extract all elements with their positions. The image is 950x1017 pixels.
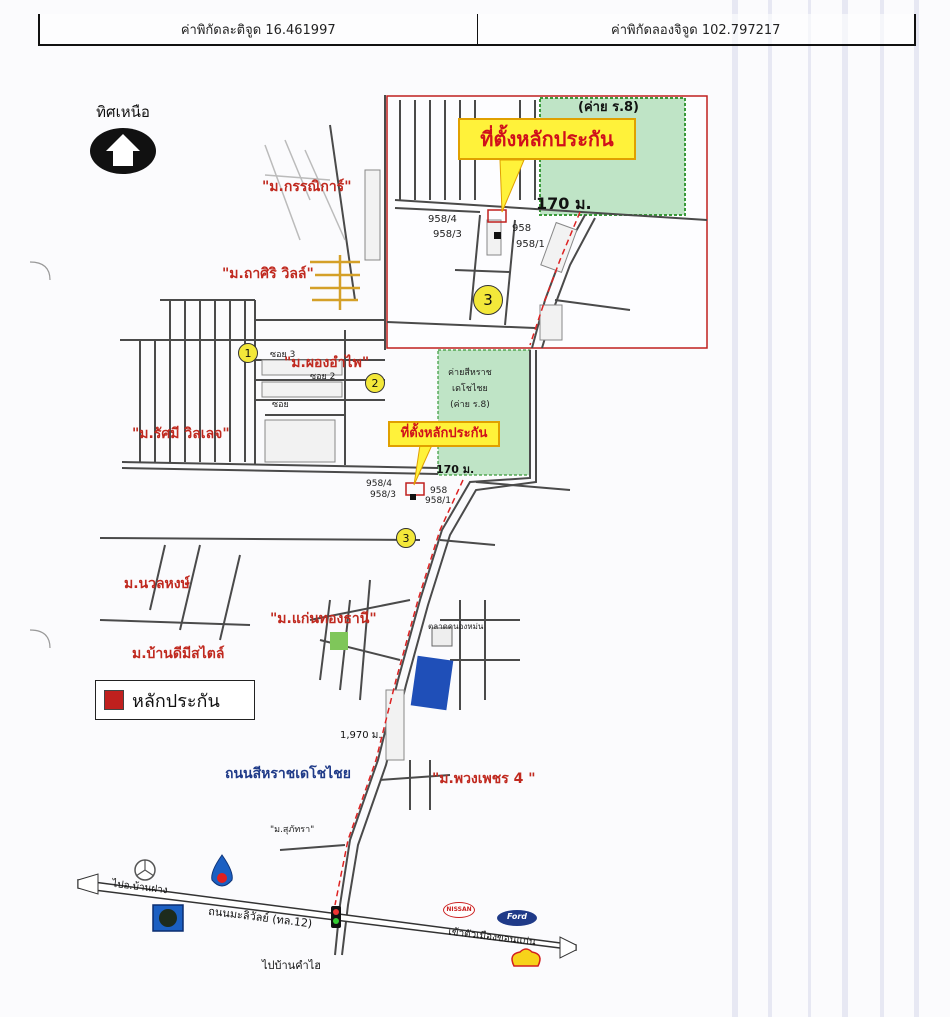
marker-1[interactable]: 1	[238, 343, 258, 363]
legend-label: หลักประกัน	[132, 690, 220, 712]
lot-label: 958/4	[366, 479, 392, 489]
traffic-light-red	[333, 909, 339, 915]
inset-property-dot	[494, 232, 501, 239]
scan-stripe	[842, 0, 848, 1017]
village-label: ม.นวลหงษ์	[124, 576, 190, 592]
property-dot	[410, 494, 416, 500]
lot-label: 958	[430, 486, 448, 496]
highway-arrow-east	[559, 936, 577, 959]
distance-long-label: 1,970 ม.	[340, 730, 382, 741]
inset-camp-label: (ค่าย ร.8)	[578, 100, 639, 115]
camp-area	[437, 349, 531, 476]
village-label: "ม.สุภัทรา"	[270, 825, 315, 835]
traffic-light-green	[333, 918, 339, 924]
ptt-icon-center	[159, 909, 177, 927]
callout-pointer	[413, 444, 433, 486]
north-arrow-icon	[90, 128, 156, 174]
inset-route-line	[529, 211, 581, 346]
inset-lot-label: 958/1	[516, 239, 545, 250]
market-label: ตลาดคนองหม่น	[428, 622, 484, 631]
scan-stripe	[914, 0, 919, 1017]
scan-stripe	[768, 0, 772, 1017]
scan-stripe	[880, 0, 884, 1017]
scan-stripe	[808, 0, 811, 1017]
marker-2[interactable]: 2	[365, 373, 385, 393]
market-icon	[431, 627, 453, 647]
marker-3[interactable]: 3	[396, 528, 416, 548]
village-label: "ม.ถาศิริ วิลล์"	[222, 266, 314, 282]
village-label: "ม.แก่นทองธานี"	[270, 611, 377, 627]
camp-label: ค่ายสีหราช เดโชไชย (ค่าย ร.8)	[448, 368, 492, 410]
inset-lot-label: 958	[512, 223, 532, 234]
legend-swatch	[104, 690, 124, 710]
park	[330, 632, 348, 650]
binder-hole	[29, 629, 51, 649]
blue-building	[410, 655, 454, 711]
inset-distance-label: 170 ม.	[536, 194, 592, 213]
inset-lot-label: 958/4	[428, 214, 457, 225]
inset-lot-label: 958/3	[433, 229, 462, 240]
village-label: "ม.พวงเพชร 4 "	[432, 771, 536, 787]
village-label: ม.บ้านดีมีสไตล์	[132, 646, 225, 662]
inset-property-marker[interactable]	[487, 209, 507, 223]
legend: หลักประกัน	[95, 680, 255, 720]
gas-station-drop-icon	[211, 854, 233, 887]
ford-icon	[497, 910, 537, 926]
lot-label: 958/3	[370, 490, 396, 500]
latitude-cell: ค่าพิกัดละติจูด 16.461997	[40, 14, 477, 44]
inset-callout: ที่ตั้งหลักประกัน	[458, 118, 636, 160]
lot-label: 958/1	[425, 496, 451, 506]
north-indicator: ทิศเหนือ	[88, 100, 158, 180]
main-callout: ที่ตั้งหลักประกัน	[388, 421, 500, 447]
nissan-icon: NISSAN	[443, 902, 475, 918]
distance-label: 170 ม.	[436, 463, 475, 476]
soi-label: ซอย 3	[270, 350, 296, 360]
gas-station-drop-center	[217, 873, 227, 883]
ford-icon-text: Ford	[506, 912, 527, 921]
minor-roads	[264, 139, 346, 241]
longitude-cell: ค่าพิกัดลองจิจูด 102.797217	[476, 14, 914, 44]
inset-marker-3[interactable]: 3	[473, 285, 503, 315]
inset-callout-pointer	[499, 159, 525, 213]
village-label: "ม.รัศมี วิลเลจ"	[132, 426, 230, 442]
highway-arrow-west	[77, 873, 99, 895]
estate-roads	[310, 255, 360, 310]
soi-label: ซอย 2	[310, 372, 336, 382]
north-label: ทิศเหนือ	[96, 103, 150, 121]
road-label-sihrat: ถนนสีหราชเดโชไชย	[225, 766, 351, 782]
property-marker[interactable]	[405, 482, 425, 496]
route-line	[334, 479, 464, 906]
mercedes-star	[135, 860, 155, 877]
village-label: "ม.ผองอำไพ"	[284, 355, 370, 371]
village-label: "ม.กรรณิการ์"	[262, 179, 352, 195]
shell-icon	[511, 948, 541, 967]
road-label-to-kham: ไปบ้านคำไฮ	[262, 959, 321, 972]
coordinate-header: ค่าพิกัดละติจูด 16.461997 ค่าพิกัดลองจิจ…	[38, 14, 916, 46]
binder-hole	[29, 261, 51, 281]
inset-roads	[386, 100, 708, 349]
building-blocks	[261, 169, 405, 761]
soi-label: ซอย	[272, 400, 289, 410]
scan-stripe	[732, 0, 738, 1017]
